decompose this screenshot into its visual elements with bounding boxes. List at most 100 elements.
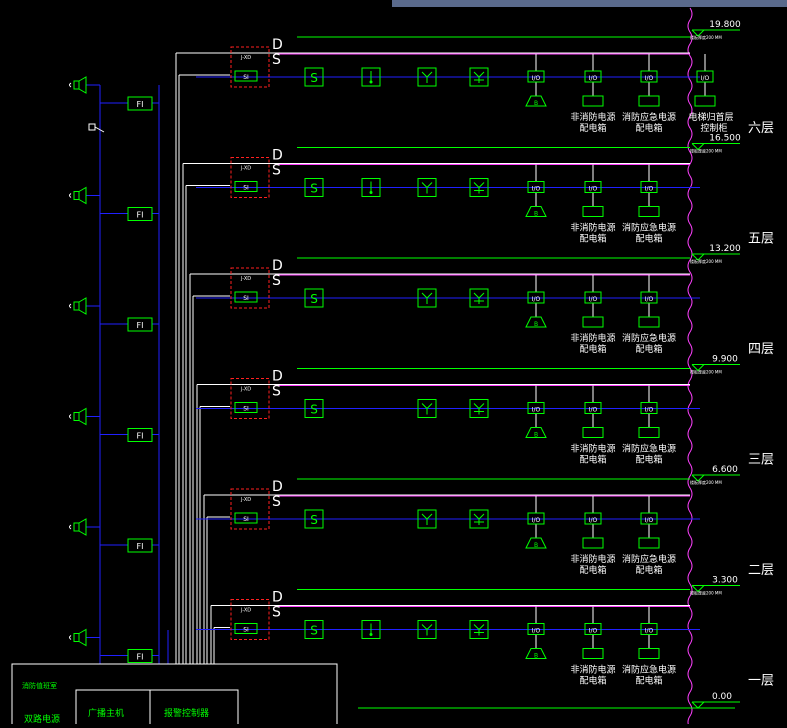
floor-1-manual-alarm-icon — [417, 620, 437, 639]
floor-6-floor-label: 六层 — [748, 121, 774, 136]
floor-5-alarm-bell-icon — [525, 206, 547, 217]
floor-4-slab-note: 楼板厚度200 MM — [690, 258, 722, 264]
floor-1-io-label-0: I/O — [532, 628, 541, 635]
svg-text:S: S — [310, 403, 318, 417]
floor-1-io-module-1 — [584, 623, 602, 635]
floor-3-io-label-0: I/O — [532, 407, 541, 414]
floor-6-smoke-detector-icon: S — [304, 67, 324, 87]
floor-2-non-fire-power-box — [582, 537, 604, 549]
floor-1-io-module-0 — [527, 623, 545, 635]
svg-text:S: S — [310, 182, 318, 196]
floor-6-emergency-power-box — [638, 95, 660, 107]
floor-6-elevator-label-2: 控制柜 — [700, 122, 727, 134]
floor-1-bus-d-label: D — [272, 590, 283, 606]
floor-5-bus-d-label: D — [272, 148, 283, 164]
floor-4-io-module-0 — [527, 291, 545, 304]
floor-4-io-module-2 — [640, 291, 658, 304]
floor-6-bus-s-label: S — [272, 52, 281, 68]
floor-4-jxd-box — [230, 267, 270, 309]
floor-2-alarm-bell-icon — [525, 537, 547, 549]
floor-1-elevation-marker — [691, 585, 705, 593]
floor-1-fi-label: FI — [137, 653, 144, 662]
floor-1-si-module — [234, 623, 258, 634]
floor-3-alarm-bell-glyph: B — [534, 432, 538, 439]
floor-3-elevation-marker — [691, 364, 705, 372]
floor-5-speaker-icon — [69, 186, 87, 205]
trunk-switch-icon — [88, 123, 105, 133]
floor-3-emergency-power-box — [638, 427, 660, 438]
floor-5-si-label: SI — [243, 185, 249, 192]
floor-5-non-fire-power-box — [582, 206, 604, 217]
floor-5-jxd-box — [230, 157, 270, 198]
floor-3-io-label-1: I/O — [589, 407, 598, 414]
floor-1-heat-detector-icon — [361, 620, 381, 639]
floor-2-non-fire-power-label-1: 非消防电源 — [570, 553, 615, 565]
floor-1-emergency-power-box — [638, 648, 660, 659]
dual-power-label: 双路电源 — [24, 713, 60, 724]
floor-1-io-module-2 — [640, 623, 658, 635]
floor-3-fi-module — [127, 428, 153, 442]
floor-3-fi-label: FI — [137, 432, 144, 441]
floor-3-si-label: SI — [243, 406, 249, 413]
floor-6-speaker-icon — [69, 76, 87, 94]
floor-4-non-fire-power-label-2: 配电箱 — [579, 343, 606, 355]
floor-6-heat-detector-icon — [361, 67, 381, 87]
floor-3-alarm-bell-icon — [525, 427, 547, 438]
floor-3-non-fire-power-box — [582, 427, 604, 438]
floor-2-si-module — [234, 512, 258, 524]
ground-elevation: 0.00 — [358, 692, 740, 709]
floor-4-bus-s-label: S — [272, 273, 281, 289]
floor-1-jxd-label: J-XD — [240, 608, 251, 614]
floor-4-floor-label: 四层 — [748, 342, 774, 357]
floor-6-fi-module — [127, 96, 153, 111]
floor-4-emergency-power-box — [638, 316, 660, 328]
floor-1-io-label-2: I/O — [645, 628, 654, 635]
floor-3-bus-s-label: S — [272, 384, 281, 400]
floor-2-slab-note: 楼板厚度200 MM — [690, 479, 722, 485]
floor-2-emergency-power-label-1: 消防应急电源 — [622, 553, 676, 565]
floor-1-non-fire-power-label-2: 配电箱 — [579, 675, 606, 687]
floor-1-hydrant-button-icon — [469, 620, 489, 639]
floor-6-fi-label: FI — [137, 100, 144, 109]
floor-5-non-fire-power-label-1: 非消防电源 — [570, 222, 615, 234]
floor-1-io-label-1: I/O — [589, 628, 598, 635]
floor-6-emergency-power-label-1: 消防应急电源 — [622, 111, 676, 123]
floor-6-bus-d-label: D — [272, 37, 283, 53]
floor-3-non-fire-power-label-1: 非消防电源 — [570, 443, 615, 455]
floor-2-io-label-1: I/O — [589, 517, 598, 524]
floor-5-smoke-detector-icon: S — [304, 178, 324, 197]
floor-4-io-label-1: I/O — [589, 296, 598, 303]
floor-2-fi-module — [127, 538, 153, 553]
floor-6-io-module-2 — [640, 70, 658, 83]
floor-3-smoke-detector-icon: S — [304, 399, 324, 418]
floor-1-bus-s-label: S — [272, 605, 281, 621]
top-status-bar — [392, 0, 787, 7]
floor-2-io-label-2: I/O — [645, 517, 654, 524]
floor-5-fi-label: FI — [137, 211, 144, 220]
floor-1-non-fire-power-box — [582, 648, 604, 659]
control-room-label: 消防值班室 — [22, 681, 57, 690]
floor-2-elevation-value: 6.600 — [712, 465, 738, 475]
floor-4-speaker-icon — [69, 297, 87, 315]
floor-6-elevation-value: 19.800 — [709, 20, 741, 30]
floor-3-emergency-power-label-1: 消防应急电源 — [622, 443, 676, 455]
floor-6-si-module — [234, 70, 258, 82]
floor-1-emergency-power-label-1: 消防应急电源 — [622, 664, 676, 676]
floor-6-slab-note: 楼板厚度200 MM — [690, 34, 722, 40]
floor-2-emergency-power-box — [638, 537, 660, 549]
floor-2-floor-label: 二层 — [748, 563, 774, 578]
floor-5-hydrant-button-icon — [469, 178, 489, 197]
floor-6-hydrant-button-icon — [469, 67, 489, 87]
floor-1-non-fire-power-label-1: 非消防电源 — [570, 664, 615, 676]
floor-6-non-fire-power-label-2: 配电箱 — [579, 122, 606, 134]
floor-4-manual-alarm-icon — [417, 288, 437, 308]
svg-text:S: S — [310, 624, 318, 638]
floor-5-non-fire-power-label-2: 配电箱 — [579, 233, 606, 245]
floor-2-smoke-detector-icon: S — [304, 509, 324, 529]
floor-3-io-module-1 — [584, 402, 602, 414]
floor-2-bus-d-label: D — [272, 479, 283, 495]
floor-2-hydrant-button-icon — [469, 509, 489, 529]
floor-6-emergency-power-label-2: 配电箱 — [635, 122, 662, 134]
